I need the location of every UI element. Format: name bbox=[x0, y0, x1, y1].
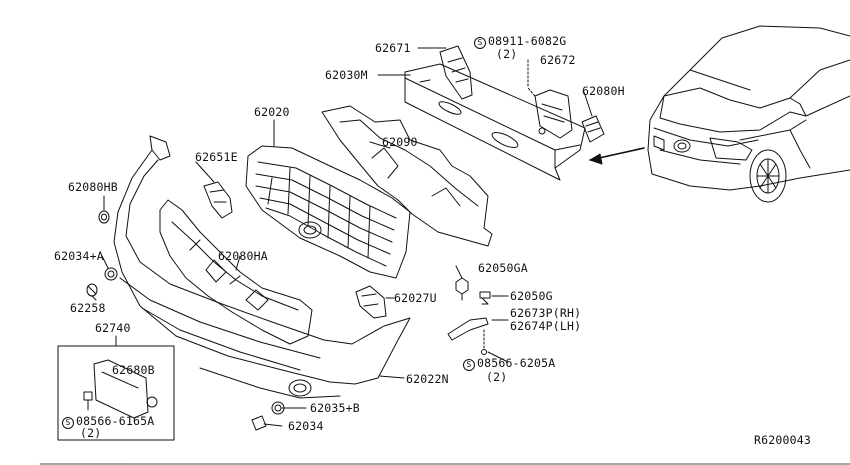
label-08566a-qty: (2) bbox=[486, 370, 508, 384]
label-62034a: 62034+A bbox=[54, 249, 104, 263]
bracket-62651e bbox=[203, 181, 233, 219]
label-62050ga: 62050GA bbox=[478, 261, 528, 275]
label-62080ha: 62080HA bbox=[218, 249, 268, 263]
label-62050g: 62050G bbox=[510, 289, 553, 303]
label-62680b: 62680B bbox=[112, 363, 155, 377]
label-08566a-text: 08566-6205A bbox=[477, 356, 556, 370]
grille bbox=[245, 145, 411, 279]
label-08911-qty: (2) bbox=[496, 47, 518, 61]
reference-code: R6200043 bbox=[754, 433, 811, 447]
label-62030m: 62030M bbox=[325, 68, 368, 82]
vehicle-illustration bbox=[647, 25, 850, 203]
label-62651e: 62651E bbox=[195, 150, 238, 164]
label-62673p: 62673P(RH) bbox=[510, 306, 582, 320]
direction-arrow bbox=[589, 147, 645, 165]
label-08566b-text: 08566-6165A bbox=[76, 414, 155, 428]
reinforcement-beam bbox=[404, 63, 586, 181]
label-62080hb: 62080HB bbox=[68, 180, 118, 194]
label-62672: 62672 bbox=[540, 53, 576, 67]
fastener-group bbox=[447, 277, 491, 355]
label-62090: 62090 bbox=[382, 135, 418, 149]
s-symbol-icon: S bbox=[474, 37, 486, 49]
label-08911-text: 08911-6082G bbox=[488, 34, 567, 48]
label-62671: 62671 bbox=[375, 41, 411, 55]
bracket-62027u bbox=[355, 285, 387, 319]
label-62027u: 62027U bbox=[394, 291, 437, 305]
bumper-fascia bbox=[113, 135, 411, 399]
lamp-parts-left bbox=[86, 267, 118, 297]
label-08566b-qty: (2) bbox=[80, 426, 102, 440]
label-62258: 62258 bbox=[70, 301, 106, 315]
clip-62080hb bbox=[98, 210, 110, 224]
label-62022n: 62022N bbox=[406, 372, 449, 386]
lamp-parts-bottom bbox=[251, 401, 285, 431]
s-symbol-icon: S bbox=[463, 359, 475, 371]
label-62035b: 62035+B bbox=[310, 401, 360, 415]
energy-absorber bbox=[321, 105, 493, 247]
bumper-support bbox=[159, 199, 313, 345]
leader-lines bbox=[91, 47, 593, 427]
label-62740: 62740 bbox=[95, 321, 131, 335]
clip-62080h bbox=[581, 115, 605, 143]
plate-assembly-box bbox=[57, 335, 175, 441]
label-62674p: 62674P(LH) bbox=[510, 319, 582, 333]
bracket-62672 bbox=[527, 87, 573, 139]
label-62020: 62020 bbox=[254, 105, 290, 119]
bracket-62671 bbox=[439, 45, 473, 100]
label-62034: 62034 bbox=[288, 419, 324, 433]
s-symbol-icon: S bbox=[62, 417, 74, 429]
label-62080h: 62080H bbox=[582, 84, 625, 98]
